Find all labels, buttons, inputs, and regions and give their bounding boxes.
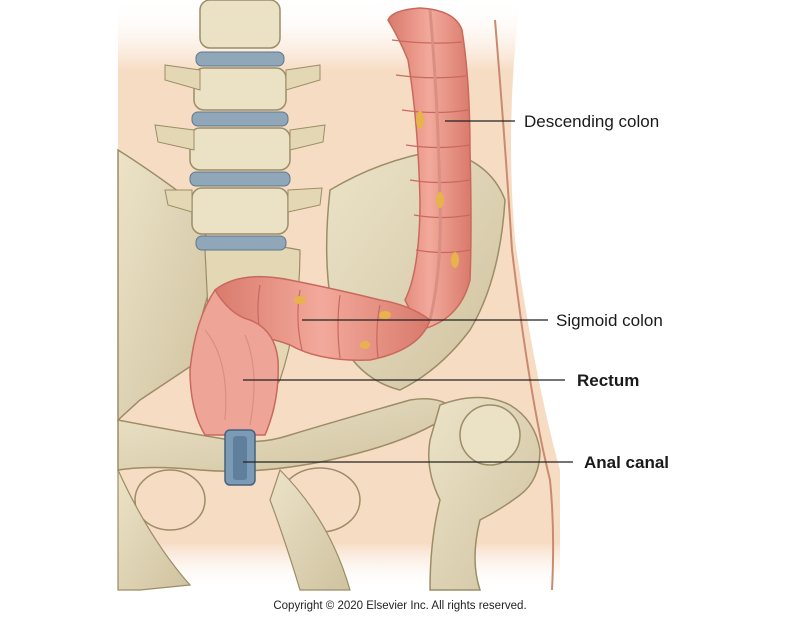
copyright-notice: Copyright © 2020 Elsevier Inc. All right… (273, 600, 527, 612)
lumbar-spine (154, 0, 326, 251)
label-rectum: Rectum (577, 371, 640, 390)
anal-canal (224, 429, 256, 486)
leader-lines (243, 120, 573, 463)
label-descending-colon: Descending colon (524, 112, 660, 131)
femur (428, 396, 541, 591)
colon (189, 7, 472, 436)
label-sigmoid-colon: Sigmoid colon (556, 311, 663, 330)
label-anal-canal: Anal canal (584, 453, 670, 472)
